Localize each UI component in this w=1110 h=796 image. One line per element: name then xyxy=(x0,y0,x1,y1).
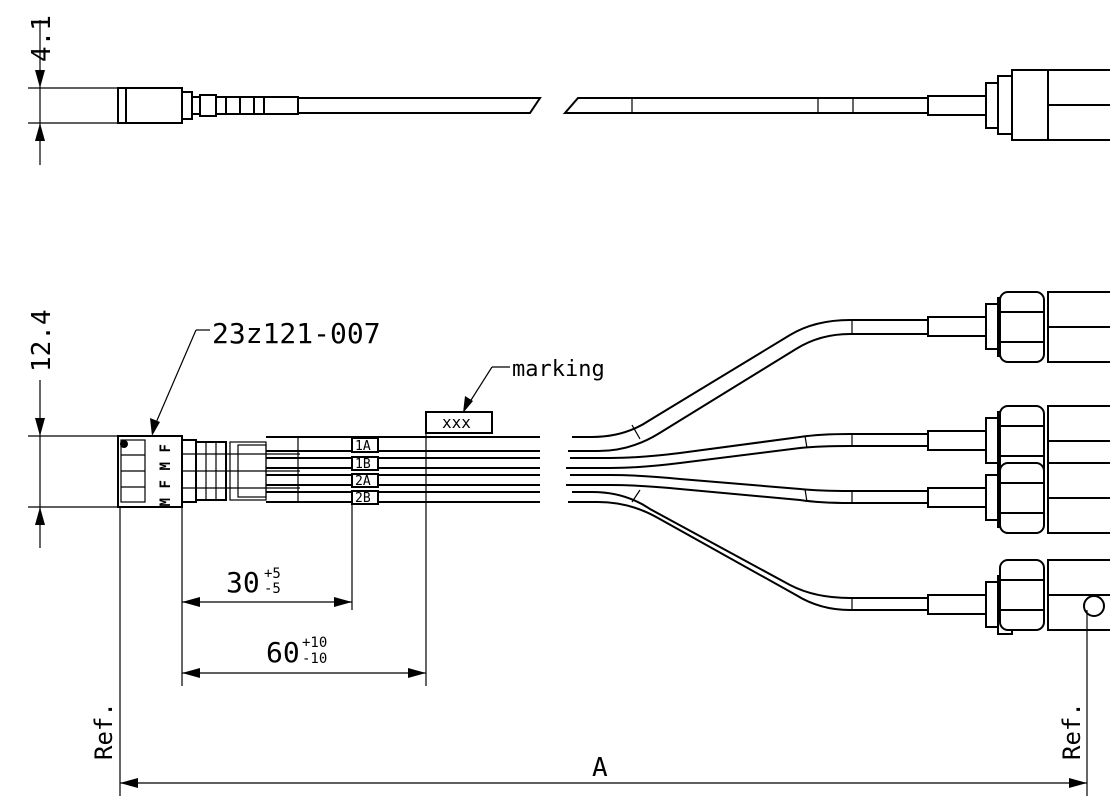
right-connector-3 xyxy=(927,462,1110,534)
channel-label-2b: 2B xyxy=(355,491,371,506)
connector-letter-2: M xyxy=(158,462,174,470)
right-connector-1 xyxy=(927,291,1110,363)
dim-30: 30 +5 -5 xyxy=(181,504,353,686)
ref-right-label: Ref. xyxy=(1058,702,1086,760)
marking-callout: marking xyxy=(463,357,605,413)
top-left-connector xyxy=(117,87,299,124)
top-cable-left xyxy=(298,97,542,114)
fan-connector: F M F M xyxy=(117,435,183,508)
dim-top-height: 4.1 xyxy=(27,15,120,165)
channel-label-2a: 2A xyxy=(355,474,371,489)
marking-box: xxx xyxy=(425,411,493,434)
connector-letter-4: M xyxy=(158,498,174,506)
dim-30-minus: -5 xyxy=(264,581,281,597)
dim-60: 60 +10 -10 xyxy=(182,433,427,686)
parallel-cables xyxy=(181,436,540,503)
ref-left-label: Ref. xyxy=(90,702,118,760)
channel-label-1a: 1A xyxy=(355,439,371,454)
fanout-cables xyxy=(566,319,930,611)
dim-60-value: 60 xyxy=(266,636,300,669)
connector-letter-3: F xyxy=(158,480,174,488)
right-connector-2 xyxy=(927,405,1110,477)
dim-bottom-height: 12.4 xyxy=(27,309,122,548)
top-view: 4.1 xyxy=(27,15,1110,165)
part-number-label: 23z121-007 xyxy=(212,317,381,350)
top-right-connector xyxy=(927,69,1110,141)
dim-30-value: 30 xyxy=(226,566,260,599)
dim-60-plus: +10 xyxy=(302,635,327,651)
marking-label: marking xyxy=(512,357,605,382)
marking-value: xxx xyxy=(442,413,471,432)
dim-length-label: A xyxy=(592,753,608,783)
dim-length-a: A Ref. Ref. xyxy=(90,507,1088,796)
connector-letter-1: F xyxy=(158,444,174,452)
dim-30-plus: +5 xyxy=(264,566,281,582)
right-connector-4 xyxy=(927,559,1110,635)
top-cable-right xyxy=(562,97,931,114)
dim-60-minus: -10 xyxy=(302,651,327,667)
dim-top-height-label: 4.1 xyxy=(27,15,57,62)
bottom-view: 12.4 23z121-007 marking F M F M xyxy=(27,291,1110,796)
channel-label-1b: 1B xyxy=(355,457,371,472)
dim-bottom-height-label: 12.4 xyxy=(27,309,57,372)
part-number-callout: 23z121-007 xyxy=(150,317,381,436)
channel-labels: 1A 1B 2A 2B xyxy=(351,437,379,506)
